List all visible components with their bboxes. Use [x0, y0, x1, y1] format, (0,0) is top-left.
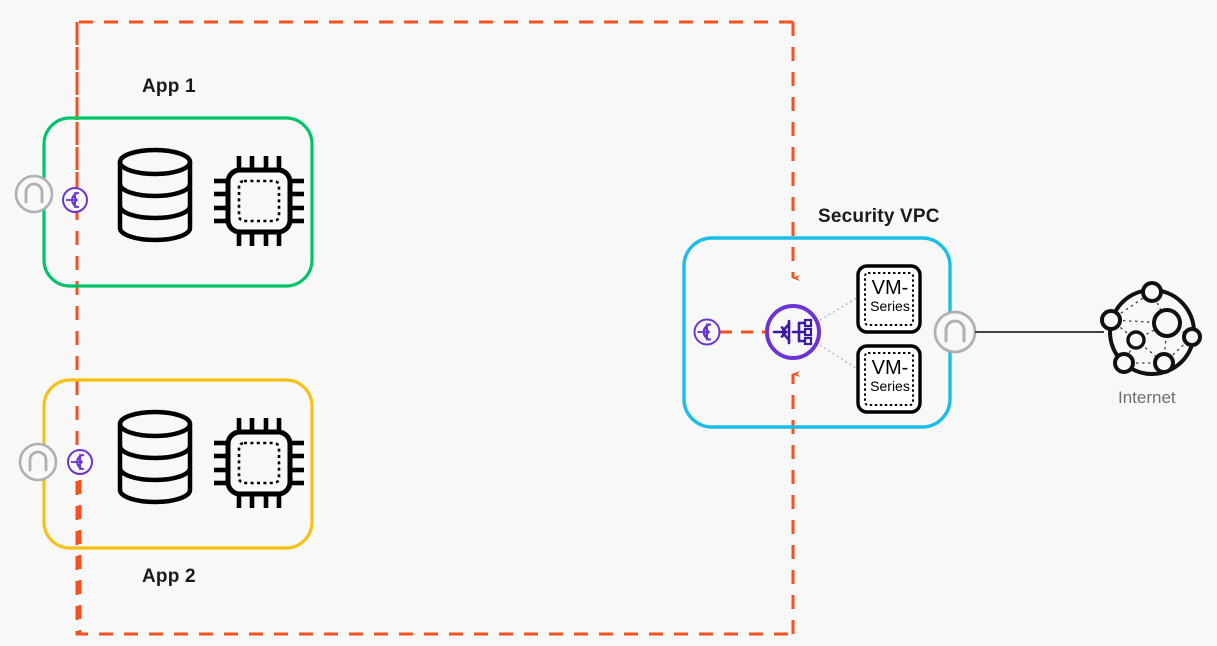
cpu-chip-icon — [214, 418, 304, 508]
vm-series-box[interactable] — [856, 264, 922, 334]
database-icon — [117, 409, 193, 505]
vm-series-line2: Series — [870, 378, 910, 394]
zone-label-app2: App 2 — [142, 566, 196, 587]
database-icon — [117, 147, 193, 243]
access-point-icon[interactable] — [67, 449, 93, 475]
access-point-icon[interactable] — [693, 318, 721, 346]
router-icon[interactable] — [765, 304, 821, 360]
gateway-icon[interactable] — [14, 174, 54, 214]
access-point-icon[interactable] — [62, 187, 88, 213]
zone-label-app1: App 1 — [142, 76, 196, 97]
gateway-icon[interactable] — [933, 310, 977, 354]
vm-series-line1: VM- — [871, 277, 909, 299]
vm-series-line2: Series — [870, 298, 910, 314]
gateway-icon[interactable] — [18, 442, 58, 482]
vm-series-label: VM- Series — [862, 278, 918, 313]
vm-series-line1: VM- — [871, 357, 909, 379]
transit-boundary — [75, 20, 793, 636]
vm-series-label: VM- Series — [862, 358, 918, 393]
internet-label: Internet — [1118, 388, 1176, 407]
zone-label-security-vpc: Security VPC — [818, 206, 940, 227]
internet-globe-icon — [1100, 281, 1202, 376]
cpu-chip-icon — [214, 156, 304, 246]
vm-series-box[interactable] — [856, 344, 922, 414]
router-to-vm-connectors — [819, 294, 863, 373]
